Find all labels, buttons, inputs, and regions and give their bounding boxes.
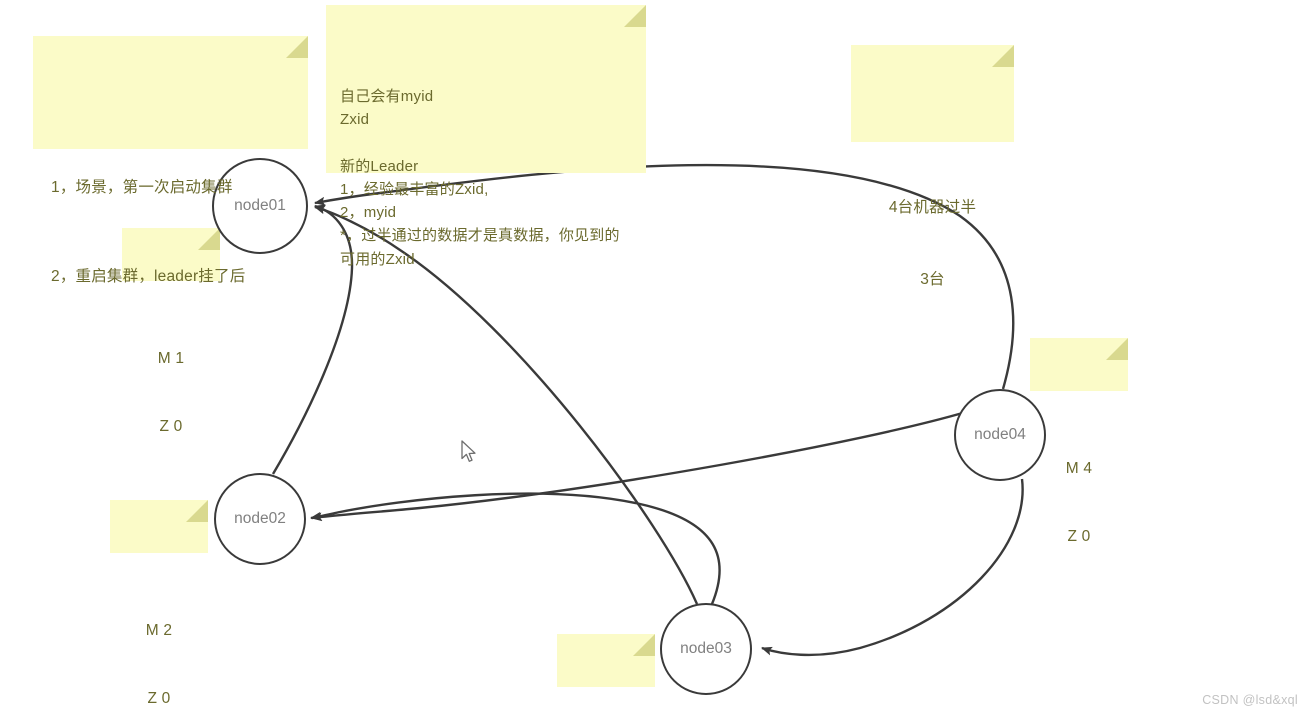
note-node02-state: M 2 Z 0	[110, 500, 208, 707]
node-node03[interactable]: node03	[660, 603, 752, 695]
edge-node04-to-node01	[314, 163, 1015, 390]
mouse-cursor-icon	[461, 440, 476, 462]
note-scenarios-line2: 2，重启集群，leader挂了后	[51, 268, 246, 286]
note-quorum-line2: 3台	[920, 271, 945, 289]
note-node01-state: M 1 Z 0	[122, 228, 220, 435]
edge-node04-to-node03	[761, 478, 1024, 657]
note-fold-corner-icon	[992, 45, 1014, 67]
note-fold-corner-icon	[198, 228, 220, 250]
note-node04-myid: M 4	[1065, 460, 1093, 478]
note-scenarios-line1: 1，场景，第一次启动集群	[51, 179, 233, 197]
node-node01-label: node01	[234, 197, 286, 214]
edge-node02-to-node01	[271, 204, 354, 475]
note-node03-state: M 3 Z 0	[557, 634, 655, 687]
edge-node03-to-node02	[310, 492, 721, 605]
note-node01-zxid: Z 0	[159, 417, 183, 435]
note-leader-rules-text: 自己会有myid Zxid 新的Leader 1，经验最丰富的Zxid, 2，m…	[340, 87, 620, 268]
note-leader-rules: 自己会有myid Zxid 新的Leader 1，经验最丰富的Zxid, 2，m…	[326, 5, 646, 268]
edge-node04-to-node02	[311, 410, 967, 522]
edge-node03-to-node01	[314, 205, 699, 605]
note-fold-corner-icon	[186, 500, 208, 522]
note-fold-corner-icon	[286, 36, 308, 58]
note-quorum-line1: 4台机器过半	[888, 199, 977, 217]
note-node01-myid: M 1	[157, 350, 185, 368]
node-node01[interactable]: node01	[212, 158, 308, 254]
note-fold-corner-icon	[633, 634, 655, 656]
note-node04-zxid: Z 0	[1067, 527, 1091, 545]
node-node02-label: node02	[234, 510, 286, 527]
node-node03-label: node03	[680, 640, 732, 657]
note-node02-zxid: Z 0	[147, 689, 171, 707]
node-node04[interactable]: node04	[954, 389, 1046, 481]
note-node02-myid: M 2	[145, 622, 173, 640]
note-fold-corner-icon	[624, 5, 646, 27]
note-scenarios: 1，场景，第一次启动集群 2，重启集群，leader挂了后	[33, 36, 308, 285]
note-fold-corner-icon	[1106, 338, 1128, 360]
node-node02[interactable]: node02	[214, 473, 306, 565]
watermark: CSDN @lsd&xql	[1202, 693, 1298, 707]
note-quorum: 4台机器过半 3台	[851, 45, 1014, 288]
node-node04-label: node04	[974, 426, 1026, 443]
note-node04-state: M 4 Z 0	[1030, 338, 1128, 545]
